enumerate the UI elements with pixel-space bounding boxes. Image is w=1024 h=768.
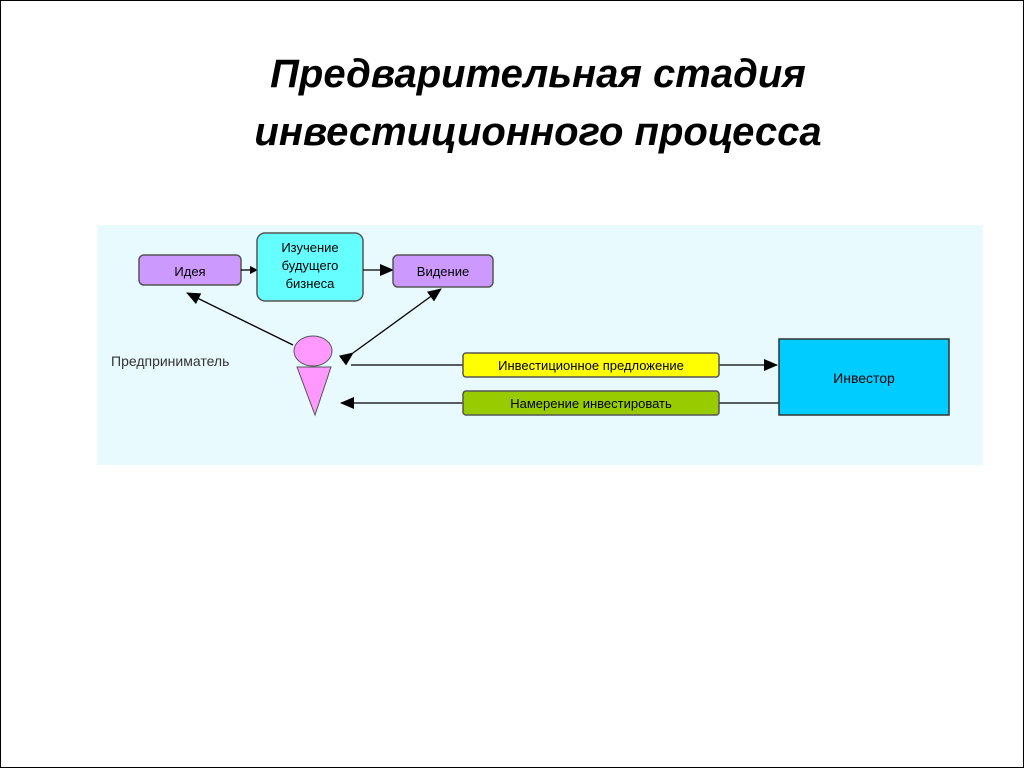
study-business-node: Изучение будущего бизнеса	[256, 232, 364, 302]
investment-offer-label: Инвестиционное предложение	[498, 358, 684, 373]
entrepreneur-head	[293, 335, 333, 367]
idea-label: Идея	[174, 264, 205, 279]
intention-label: Намерение инвестировать	[510, 396, 672, 411]
diagram-panel: Идея Изучение будущего бизнеса Видение	[97, 225, 983, 465]
vision-node: Видение	[392, 254, 494, 288]
slide-title: Предварительная стадия инвестиционного п…	[1, 45, 1024, 161]
investment-offer-box-shape	[462, 352, 720, 378]
investor-box-shape	[778, 338, 950, 416]
study-label-line-1: Изучение	[281, 240, 338, 255]
idea-node: Идея	[138, 254, 242, 286]
entrepreneur-body	[296, 366, 332, 417]
entrepreneur-label: Предприниматель	[111, 353, 229, 369]
slide-title-line-1: Предварительная стадия	[270, 52, 806, 96]
investor-node: Инвестор	[778, 338, 950, 416]
investor-label: Инвестор	[833, 370, 895, 386]
vision-label: Видение	[417, 264, 469, 279]
arrow-vision-entrepreneur	[338, 288, 442, 366]
intention-box-shape	[462, 390, 720, 416]
vision-box-shape	[392, 254, 494, 288]
arrow-entrepreneur-to-idea	[186, 292, 294, 346]
entrepreneur-figure	[293, 335, 333, 417]
investment-offer-node: Инвестиционное предложение	[462, 352, 720, 378]
investment-process-diagram: Идея Изучение будущего бизнеса Видение	[111, 232, 950, 417]
slide-title-line-2: инвестиционного процесса	[254, 110, 822, 154]
study-box-shape	[256, 232, 364, 302]
study-label-line-2: будущего	[282, 258, 339, 273]
intention-node: Намерение инвестировать	[462, 390, 720, 416]
study-label-line-3: бизнеса	[286, 276, 336, 291]
